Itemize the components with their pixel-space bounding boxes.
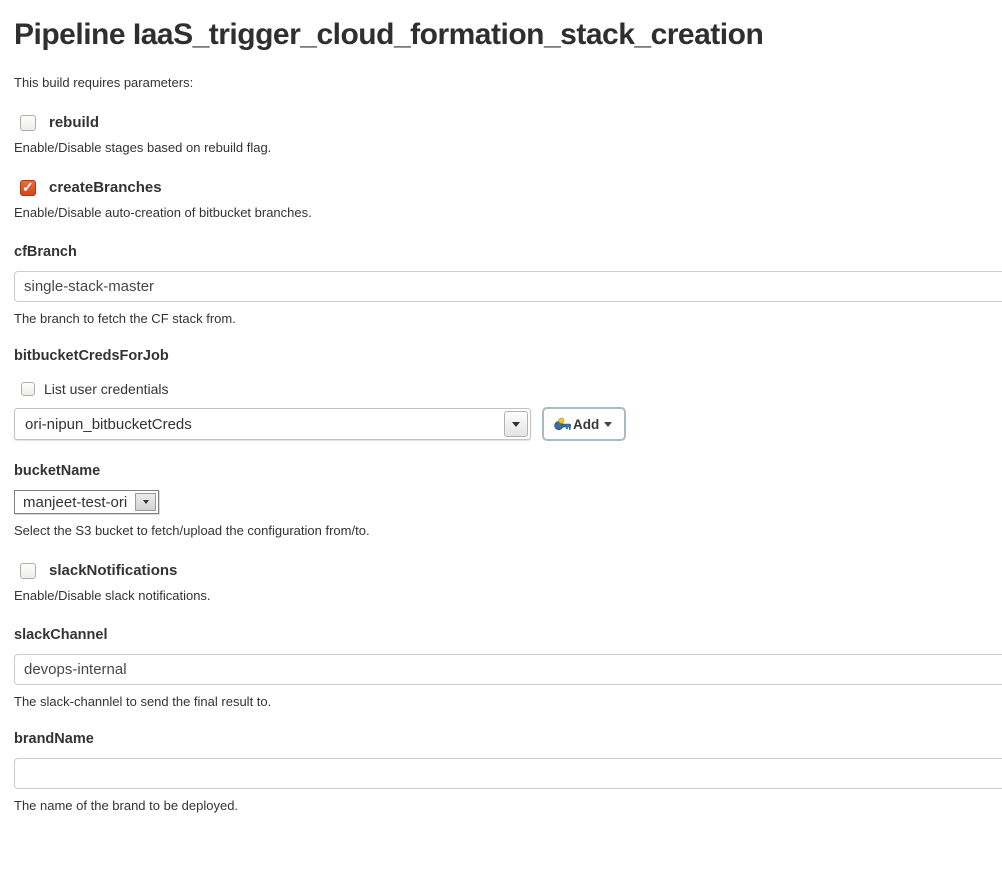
brand-name-input-row xyxy=(14,758,1002,789)
param-cf-branch: cfBranch The branch to fetch the CF stac… xyxy=(14,244,1002,326)
bitbucket-creds-selected-value: ori-nipun_bitbucketCreds xyxy=(25,415,192,433)
create-branches-description: Enable/Disable auto-creation of bitbucke… xyxy=(14,205,312,220)
create-branches-label: createBranches xyxy=(49,179,162,196)
slack-channel-input[interactable] xyxy=(14,654,1002,685)
chevron-down-icon[interactable] xyxy=(504,411,528,437)
page-title: Pipeline IaaS_trigger_cloud_formation_st… xyxy=(14,18,764,51)
chevron-down-icon xyxy=(604,421,613,427)
slack-channel-input-row xyxy=(14,654,1002,685)
key-icon xyxy=(554,417,571,430)
list-user-credentials-label: List user credentials xyxy=(44,381,169,397)
bitbucket-creds-select-row: ori-nipun_bitbucketCreds Add xyxy=(14,407,1002,441)
chevron-down-icon[interactable] xyxy=(135,493,157,511)
cf-branch-input[interactable] xyxy=(14,271,1002,302)
slack-notifications-checkbox-row: slackNotifications xyxy=(14,562,1002,579)
param-rebuild: rebuild Enable/Disable stages based on r… xyxy=(14,114,1002,155)
add-credentials-button[interactable]: Add xyxy=(542,407,627,441)
slack-channel-description: The slack-channlel to send the final res… xyxy=(14,694,272,709)
create-branches-checkbox-row: createBranches xyxy=(14,179,1002,196)
bitbucket-creds-label: bitbucketCredsForJob xyxy=(14,348,169,364)
brand-name-label: brandName xyxy=(14,731,94,747)
rebuild-label: rebuild xyxy=(49,114,100,131)
param-bitbucket-creds: bitbucketCredsForJob List user credentia… xyxy=(14,348,1002,441)
cf-branch-description: The branch to fetch the CF stack from. xyxy=(14,311,236,326)
param-bucket-name: bucketName manjeet-test-ori Select the S… xyxy=(14,463,1002,538)
param-slack-notifications: slackNotifications Enable/Disable slack … xyxy=(14,562,1002,603)
slack-notifications-description: Enable/Disable slack notifications. xyxy=(14,588,211,603)
bucket-name-selected-value: manjeet-test-ori xyxy=(23,493,128,511)
create-branches-checkbox[interactable] xyxy=(20,179,36,196)
brand-name-input[interactable] xyxy=(14,758,1002,789)
param-create-branches: createBranches Enable/Disable auto-creat… xyxy=(14,179,1002,221)
slack-channel-label: slackChannel xyxy=(14,627,108,643)
param-slack-channel: slackChannel The slack-channlel to send … xyxy=(14,627,1002,709)
slack-notifications-checkbox[interactable] xyxy=(20,562,36,579)
cf-branch-label: cfBranch xyxy=(14,244,77,260)
cf-branch-input-row xyxy=(14,271,1002,302)
brand-name-description: The name of the brand to be deployed. xyxy=(14,798,239,813)
list-user-credentials-row: List user credentials xyxy=(14,381,1002,397)
build-with-parameters-page: Pipeline IaaS_trigger_cloud_formation_st… xyxy=(14,15,1002,813)
param-brand-name: brandName The name of the brand to be de… xyxy=(14,731,1002,813)
bucket-name-select[interactable]: manjeet-test-ori xyxy=(14,490,160,514)
bitbucket-creds-select[interactable]: ori-nipun_bitbucketCreds xyxy=(14,408,531,440)
list-user-credentials-checkbox[interactable] xyxy=(21,382,35,396)
add-button-label: Add xyxy=(573,416,600,432)
rebuild-description: Enable/Disable stages based on rebuild f… xyxy=(14,140,272,155)
slack-notifications-label: slackNotifications xyxy=(49,562,178,579)
intro-text: This build requires parameters: xyxy=(14,75,194,90)
rebuild-checkbox[interactable] xyxy=(20,114,36,131)
rebuild-checkbox-row: rebuild xyxy=(14,114,1002,131)
bucket-name-description: Select the S3 bucket to fetch/upload the… xyxy=(14,523,370,538)
bucket-name-label: bucketName xyxy=(14,463,101,479)
